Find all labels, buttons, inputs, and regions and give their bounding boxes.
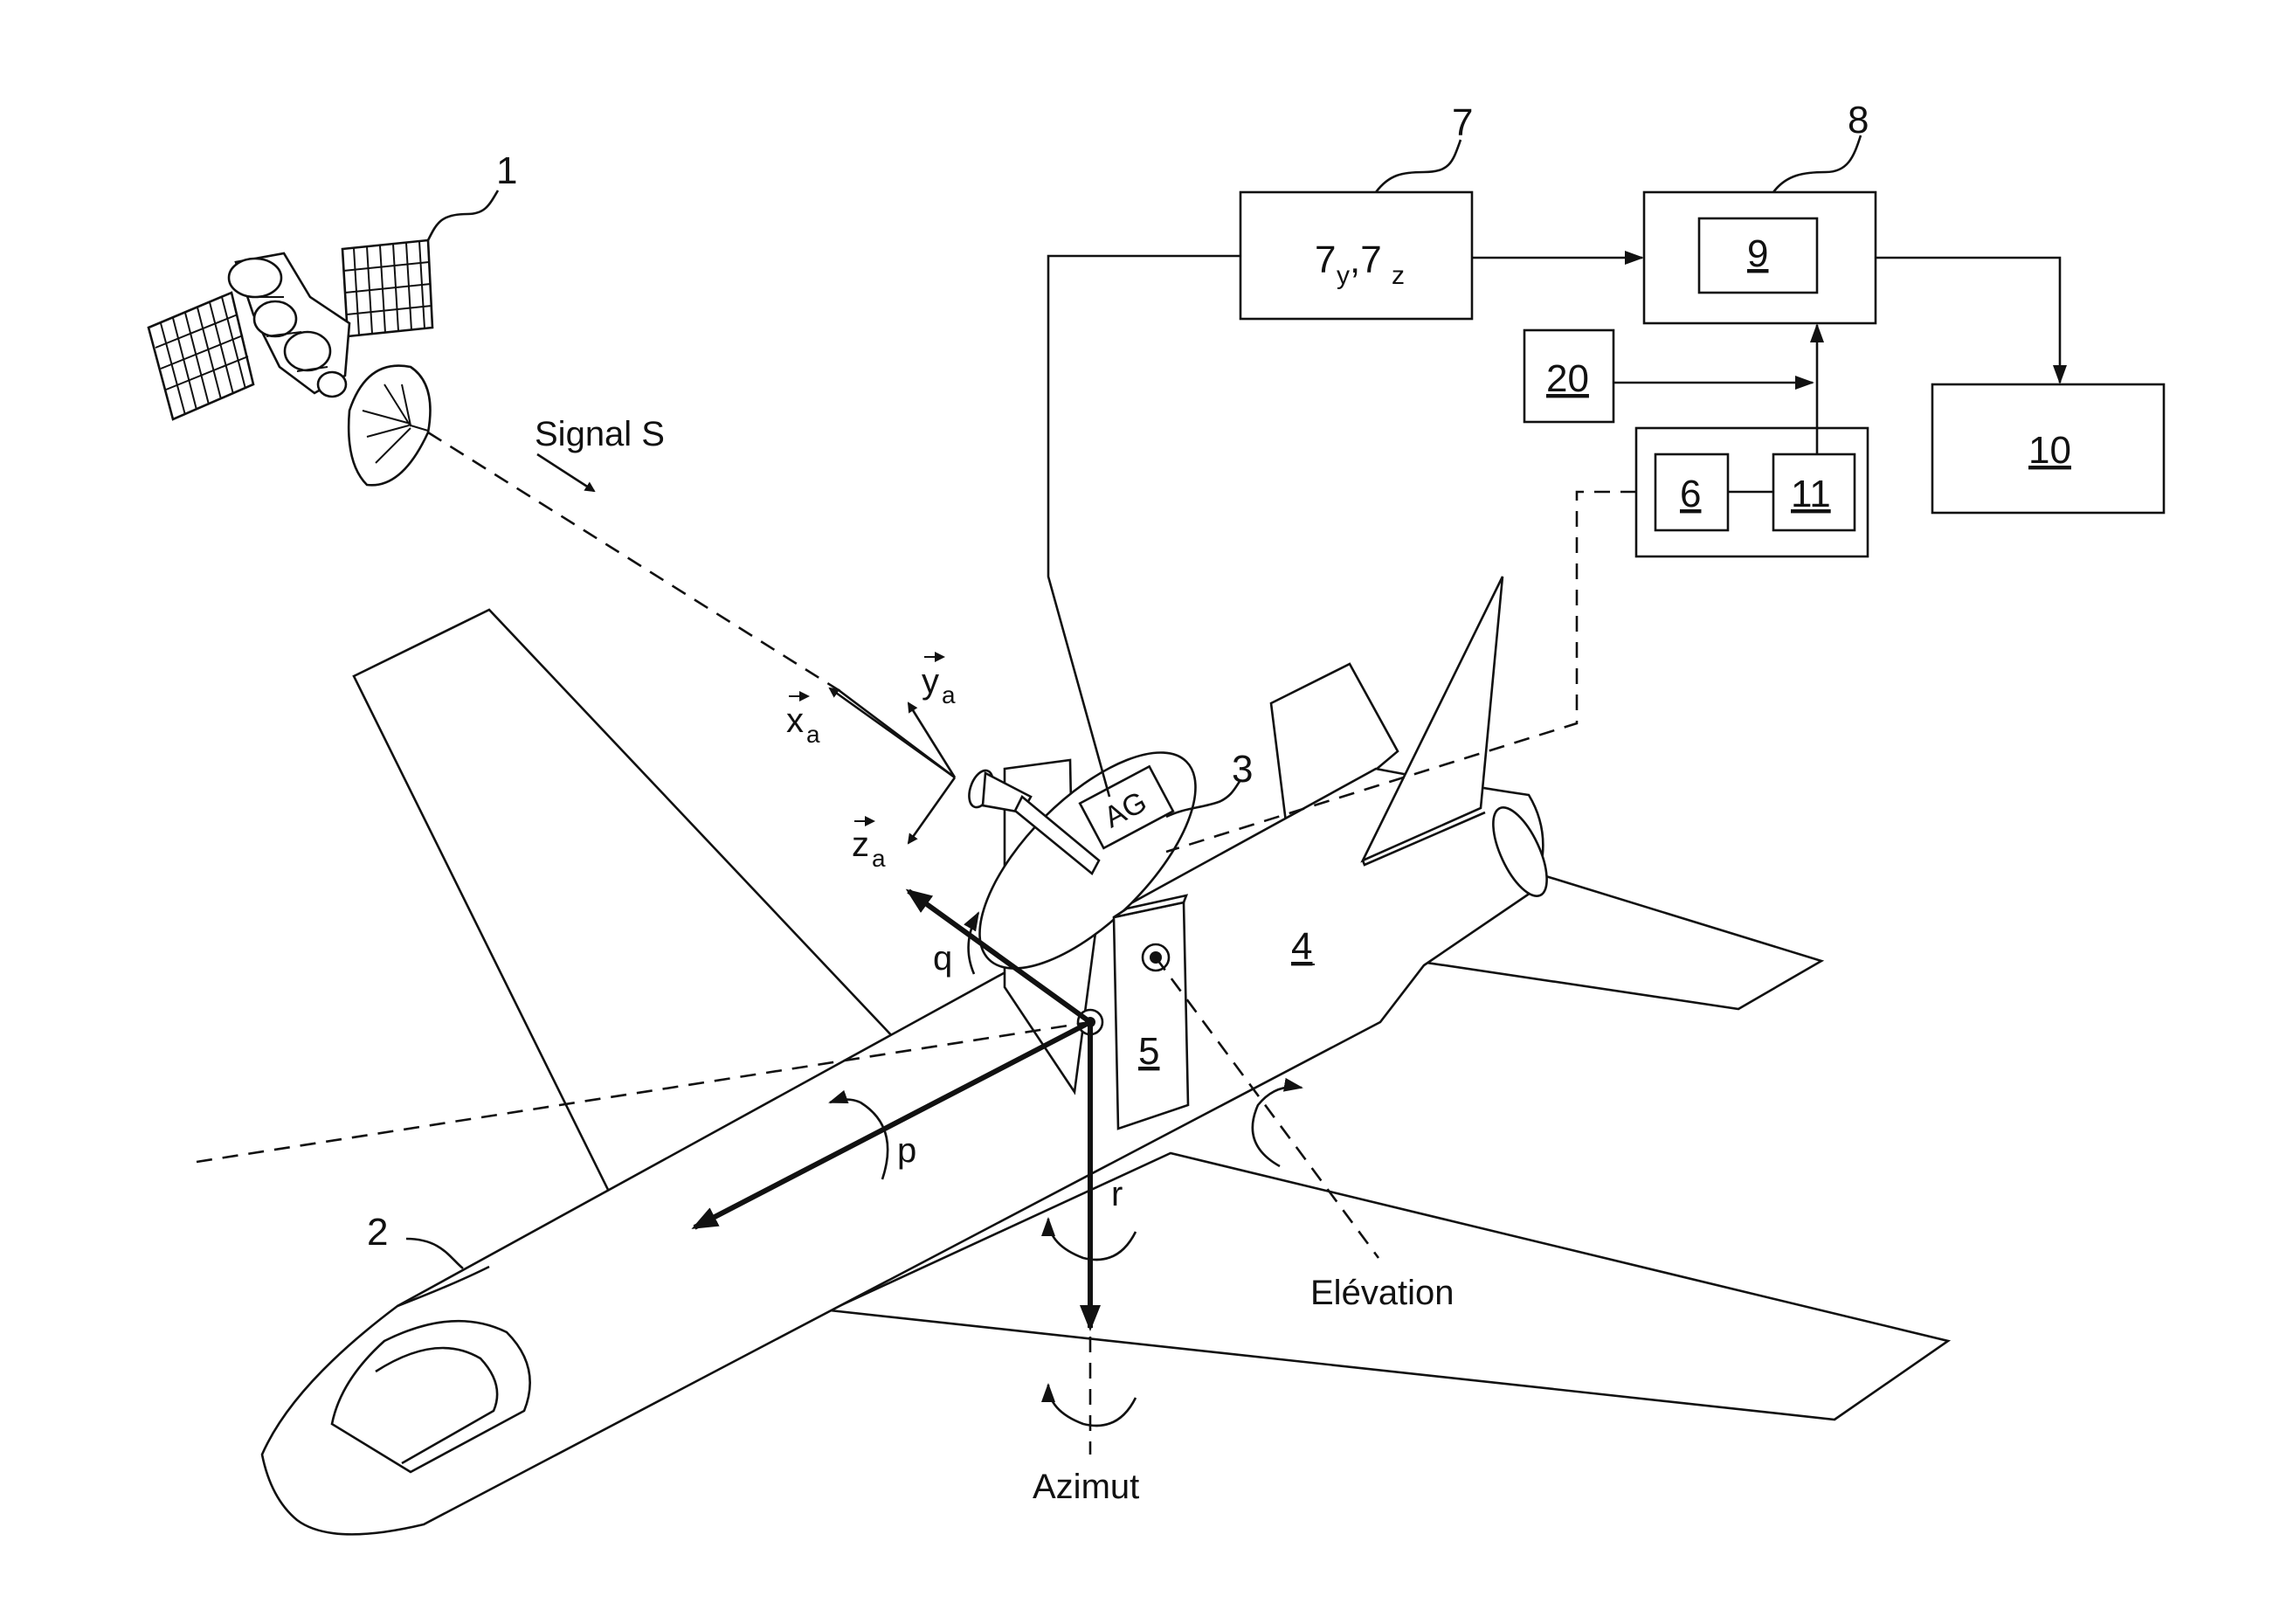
- xa-label: x a: [786, 696, 820, 748]
- antenna-to-block7-line: [1048, 256, 1240, 797]
- block-6-label: 6: [1680, 473, 1701, 515]
- aircraft-leader-line: [406, 1239, 463, 1268]
- r-label: r: [1111, 1175, 1123, 1213]
- satellite-dish: [349, 366, 430, 486]
- block-11-label: 11: [1791, 473, 1831, 515]
- elevation-rotation-arc: [1253, 1087, 1302, 1166]
- svg-text:y: y: [922, 662, 939, 701]
- satellite-right-panel: [342, 240, 432, 336]
- za-axis: [909, 777, 955, 843]
- satellite-left-panel: [149, 293, 253, 419]
- azimuth-rotation-arc: [1048, 1385, 1136, 1426]
- unit8-leader-line: [1773, 135, 1861, 192]
- block-20-label: 20: [1546, 357, 1589, 400]
- block-diagram: 7 y ,7 z 7 9 8 10 20 6 11: [1048, 99, 2164, 852]
- block8-to-block10-arrow: [1876, 258, 2060, 383]
- block-9-label: 9: [1747, 232, 1768, 275]
- ya-label: y a: [922, 657, 956, 708]
- aircraft: 2 4: [262, 577, 1948, 1534]
- elevation-label: Elévation: [1310, 1274, 1454, 1312]
- svg-text:a: a: [806, 721, 820, 748]
- svg-text:a: a: [942, 681, 956, 708]
- svg-text:z: z: [852, 826, 869, 864]
- satellite-ref-number: 1: [496, 149, 517, 192]
- fuselage-ref-number: 4: [1291, 925, 1312, 968]
- positioner-ref-number: 5: [1138, 1030, 1159, 1073]
- svg-text:7: 7: [1315, 238, 1336, 281]
- ya-axis: [909, 703, 955, 777]
- antenna-ref-number: 3: [1232, 748, 1253, 791]
- unit8-ref-number: 8: [1848, 99, 1869, 142]
- satellite: 1: [149, 149, 517, 485]
- svg-text:y: y: [1337, 261, 1350, 290]
- xa-axis: [830, 688, 955, 777]
- unit7-leader-line: [1376, 140, 1461, 192]
- aircraft-ref-number: 2: [367, 1211, 388, 1254]
- unit7-ref-number: 7: [1452, 101, 1473, 144]
- svg-text:a: a: [872, 845, 886, 872]
- antenna-frame: x a y a z a: [786, 657, 956, 872]
- za-label: z a: [852, 821, 886, 872]
- signal-direction-arrow: [537, 454, 594, 491]
- svg-text:x: x: [786, 701, 804, 740]
- satellite-leader-line: [428, 190, 498, 240]
- svg-text:z: z: [1392, 261, 1405, 290]
- positioner-plate: [1114, 902, 1188, 1129]
- q-label: q: [933, 939, 952, 978]
- svg-text:,7: ,7: [1350, 238, 1382, 281]
- azimut-label: Azimut: [1033, 1468, 1139, 1506]
- p-label: p: [897, 1131, 916, 1170]
- signal-label: Signal S: [535, 415, 665, 453]
- block-10-label: 10: [2028, 429, 2071, 472]
